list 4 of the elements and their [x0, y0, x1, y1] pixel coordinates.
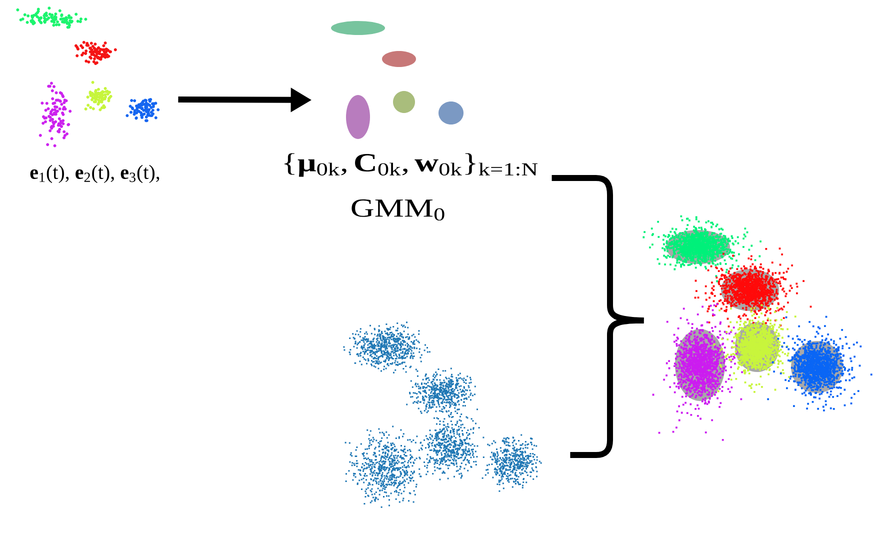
formula-label: {μ$_{0k}$, C$_{0k}$, w$_{0k}$}$_{k=1:N}$ [284, 153, 538, 177]
node-label: e$_{1}$(t), e$_{2}$(t), e$_{3}$(t), [30, 164, 160, 184]
model-label: GMM$_{0}$ [352, 199, 444, 221]
curly-brace [570, 318, 644, 458]
